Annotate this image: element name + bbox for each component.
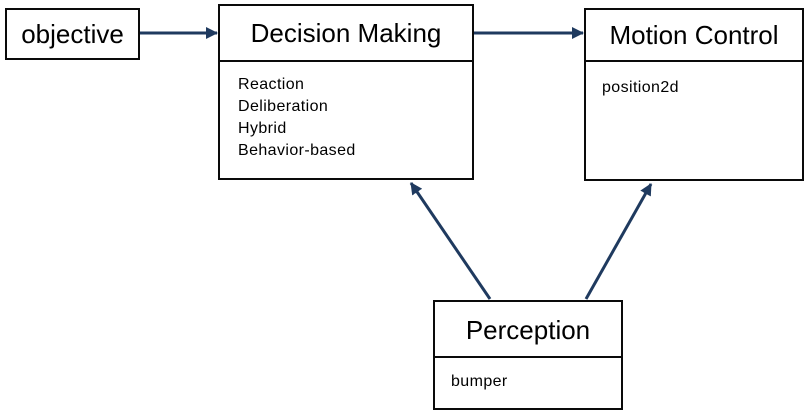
decision-item-deliberation: Deliberation <box>238 98 329 115</box>
objective-title: objective <box>21 18 124 49</box>
perception-items: bumper <box>435 358 621 393</box>
perception-item-bumper: bumper <box>451 373 508 390</box>
perception-title: Perception <box>435 302 621 358</box>
decision-making-title: Decision Making <box>220 6 472 62</box>
objective-node: objective <box>5 8 140 60</box>
decision-item-reaction: Reaction <box>238 76 305 93</box>
motion-control-title: Motion Control <box>586 10 802 62</box>
motion-control-node: Motion Control position2d <box>584 8 804 181</box>
decision-item-behavior-based: Behavior-based <box>238 142 356 159</box>
perception-node: Perception bumper <box>433 300 623 410</box>
motion-control-items: position2d <box>586 62 802 99</box>
decision-item-hybrid: Hybrid <box>238 120 287 137</box>
arrow-perception-to-decision <box>409 182 492 300</box>
arrow-perception-to-motion <box>584 183 653 300</box>
decision-making-items: Reaction Deliberation Hybrid Behavior-ba… <box>220 62 472 162</box>
decision-making-node: Decision Making Reaction Deliberation Hy… <box>218 4 474 180</box>
motion-item-position2d: position2d <box>602 79 679 96</box>
